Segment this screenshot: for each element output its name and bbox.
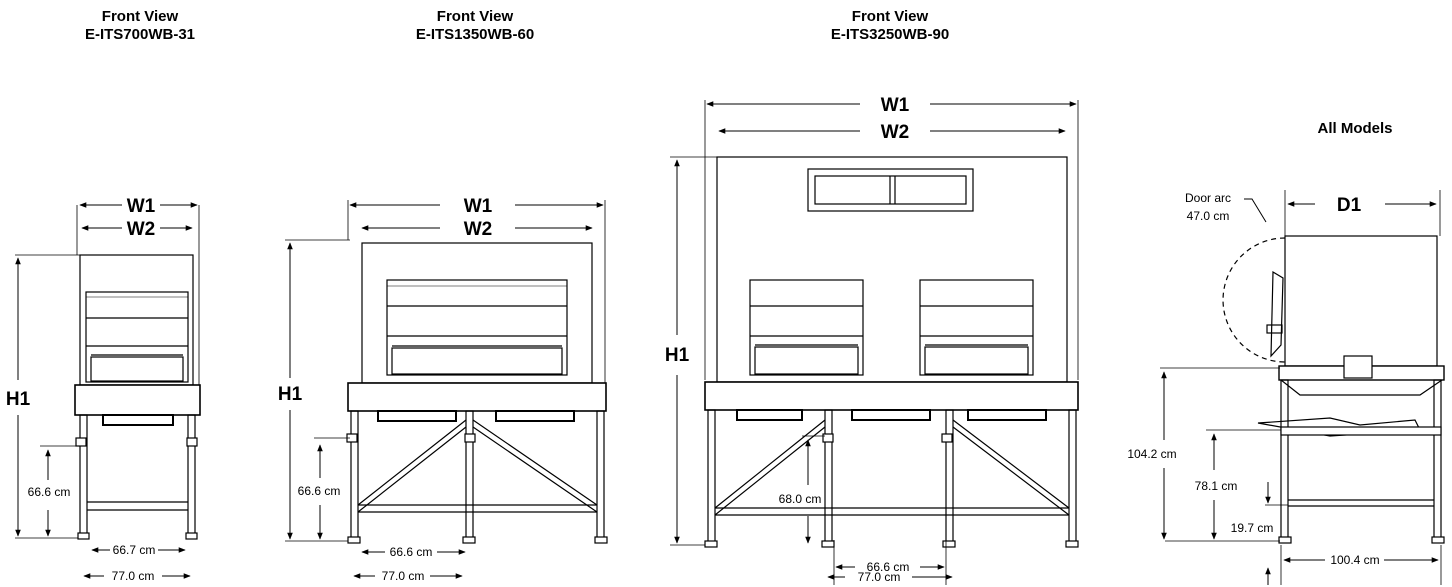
view3-model: E-ITS3250WB-90	[830, 26, 950, 43]
view2-dimensions	[287, 202, 604, 579]
view3-dimensions	[674, 101, 1077, 585]
view1-title-line1: Front View	[101, 8, 179, 25]
side-d1-label: D1	[1337, 195, 1362, 216]
view2-w1-label: W1	[464, 196, 493, 217]
view1-title: Front View E-ITS700WB-31	[60, 8, 220, 44]
side-view-dimensions	[1161, 201, 1439, 585]
view2-model: E-ITS1350WB-60	[415, 26, 535, 43]
view2-leg-height: 66.6 cm	[298, 484, 341, 498]
side-view-title: All Models	[1290, 120, 1420, 138]
view2-h1-label: H1	[278, 384, 303, 405]
view2-title: Front View E-ITS1350WB-60	[385, 8, 565, 44]
view1-model: E-ITS700WB-31	[84, 26, 196, 43]
view3-h1-label: H1	[665, 345, 690, 366]
view2-inner-width: 66.6 cm	[390, 545, 433, 559]
side-view-drawing	[1160, 190, 1445, 585]
view3-outer-width: 77.0 cm	[858, 570, 901, 584]
view3-inner-width: 66.6 cm	[867, 560, 910, 574]
side-height-mid: 78.1 cm	[1195, 479, 1238, 493]
view3-title-line1: Front View	[851, 8, 929, 25]
view1-drawing	[15, 205, 201, 540]
view3-leg-height: 68.0 cm	[779, 492, 822, 506]
view2-drawing	[285, 200, 608, 544]
view3-drawing	[670, 100, 1079, 548]
view1-outer-width: 77.0 cm	[112, 569, 155, 583]
side-height-total: 104.2 cm	[1127, 447, 1176, 461]
view1-h1-label: H1	[6, 389, 31, 410]
view1-w1-label: W1	[127, 196, 156, 217]
view1-leg-height: 66.6 cm	[28, 485, 71, 499]
view3-w2-label: W2	[881, 122, 910, 143]
view1-inner-width: 66.7 cm	[113, 543, 156, 557]
view1-dimensions	[15, 202, 198, 579]
view2-w2-label: W2	[464, 219, 493, 240]
view1-w2-label: W2	[127, 219, 156, 240]
view3-title: Front View E-ITS3250WB-90	[800, 8, 980, 44]
view3-w1-label: W1	[881, 95, 910, 116]
side-height-low: 19.7 cm	[1231, 521, 1274, 535]
side-view-title-text: All Models	[1317, 120, 1393, 137]
door-arc-value: 47.0 cm	[1187, 209, 1230, 223]
view2-title-line1: Front View	[436, 8, 514, 25]
side-depth: 100.4 cm	[1330, 553, 1379, 567]
door-arc-label: Door arc	[1185, 191, 1231, 205]
view2-outer-width: 77.0 cm	[382, 569, 425, 583]
